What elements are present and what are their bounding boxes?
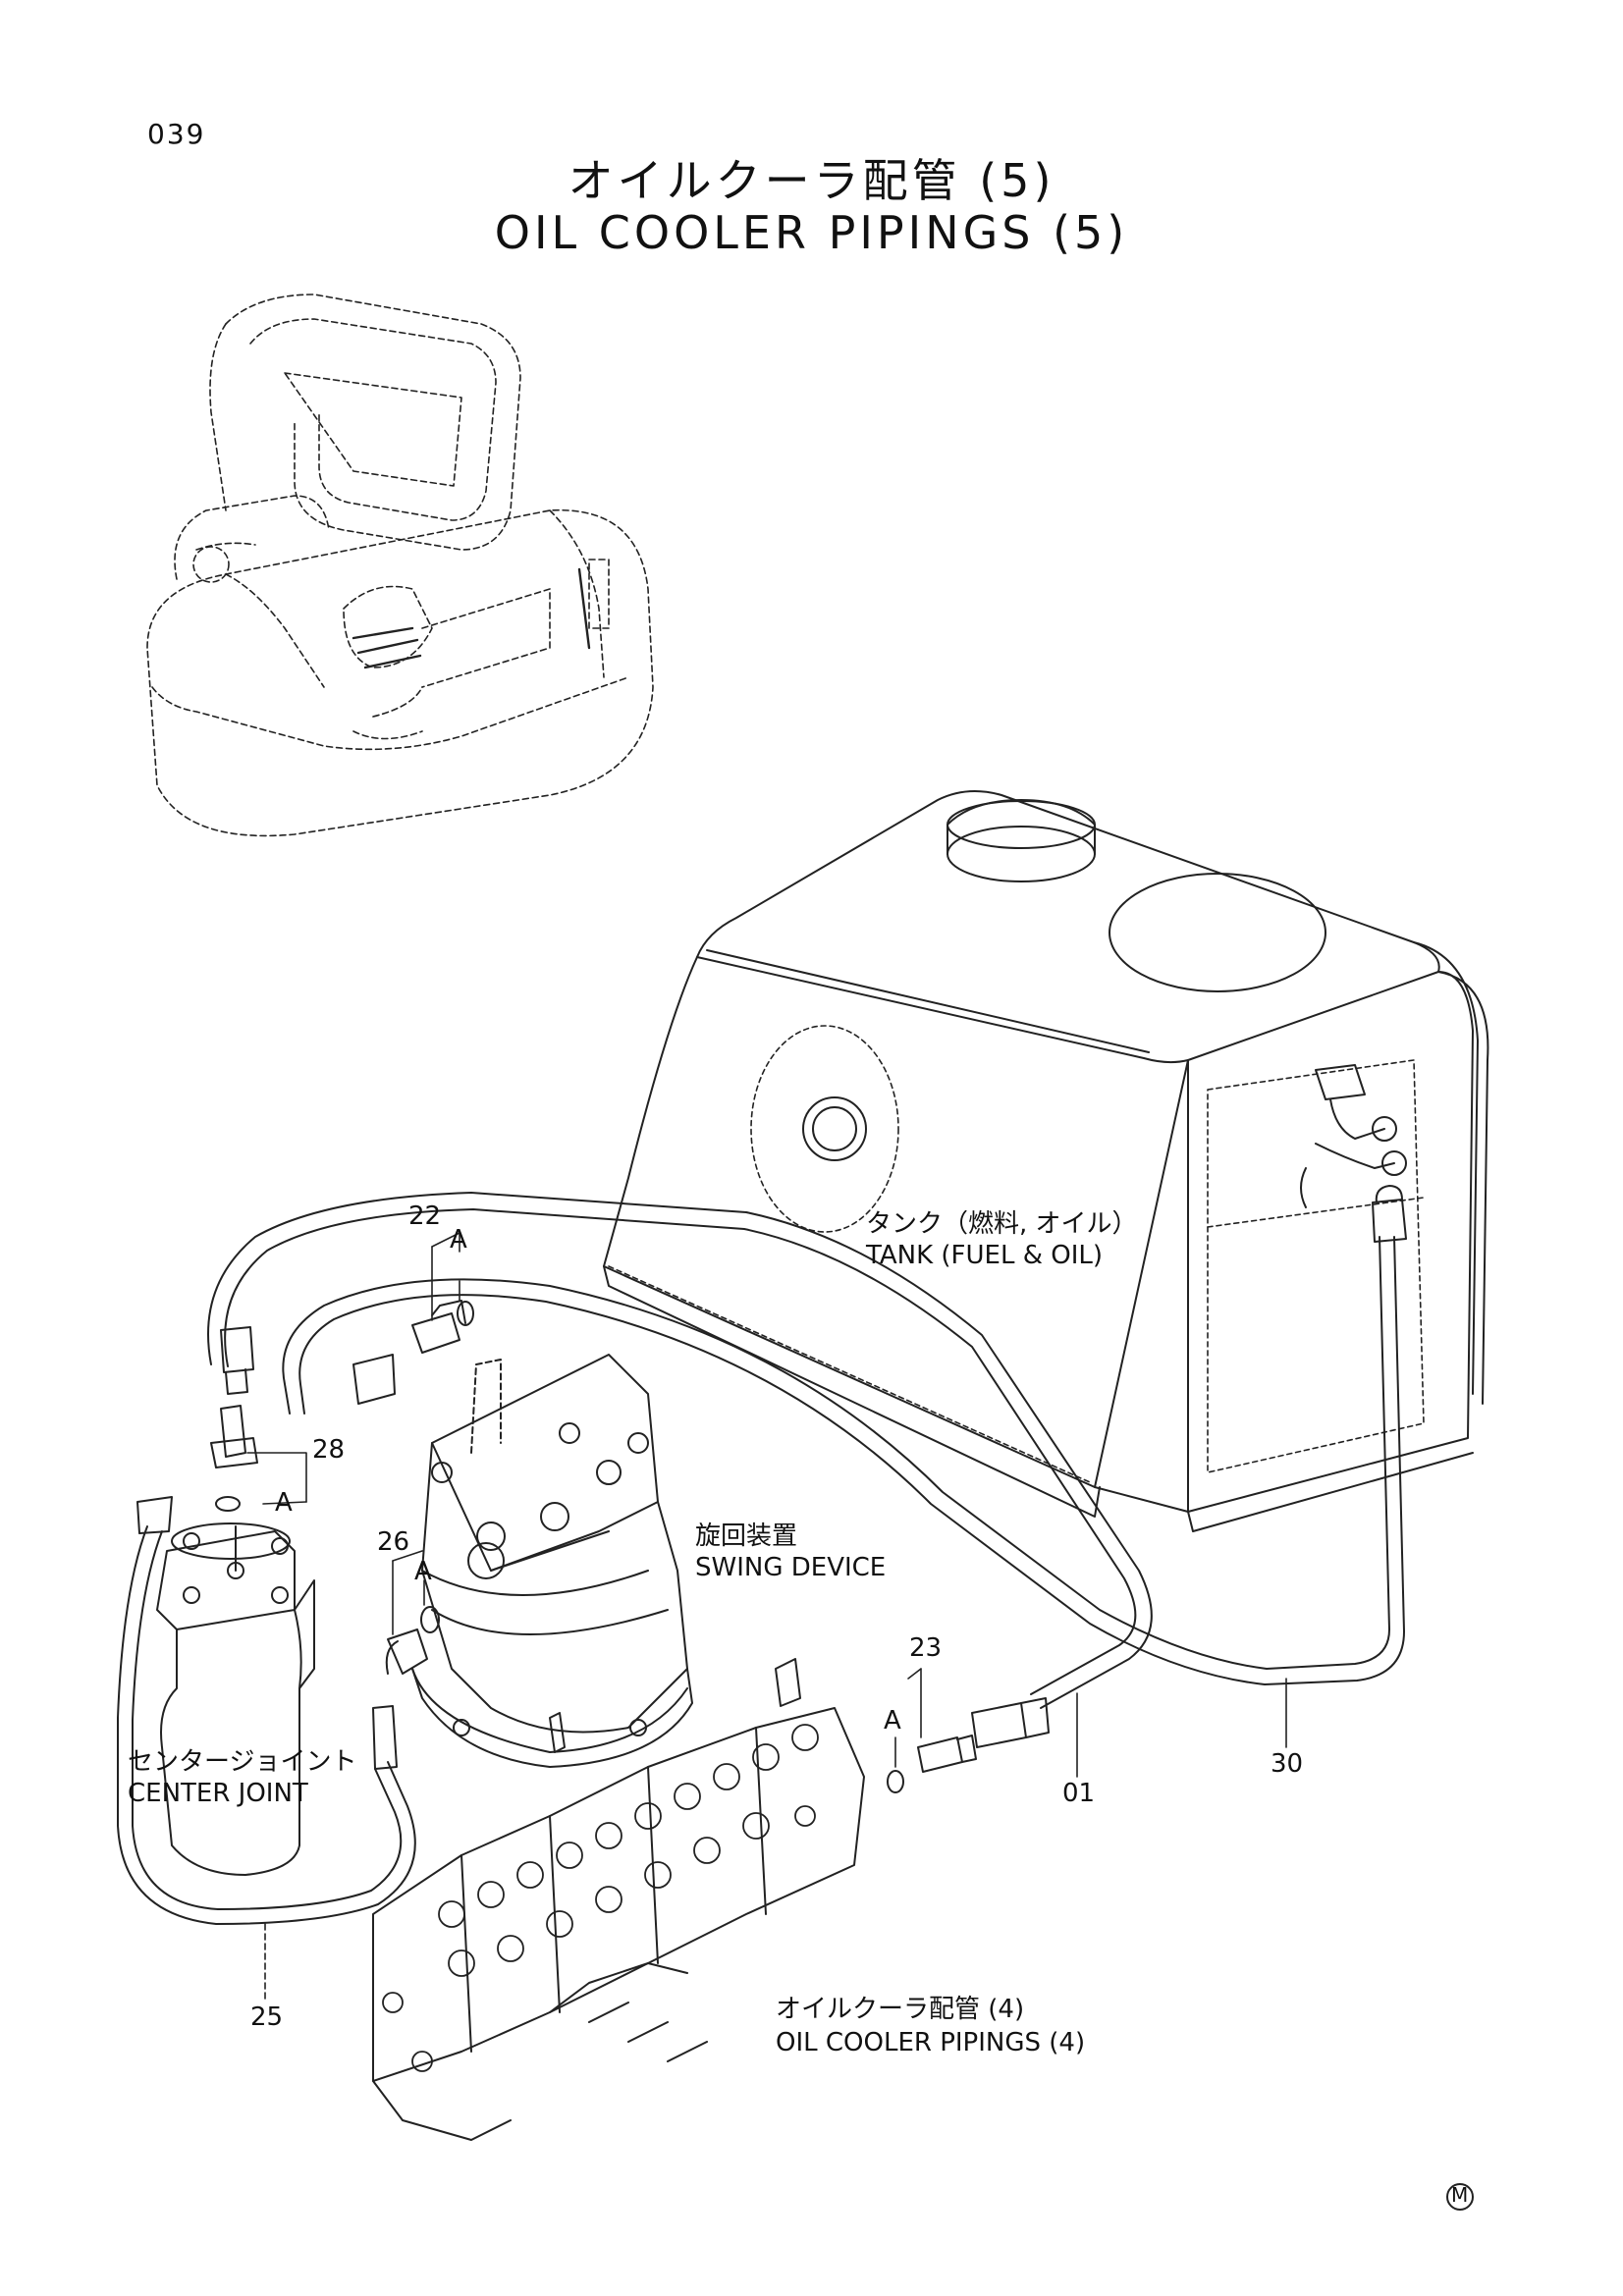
detail-marker-a: A (275, 1488, 293, 1518)
hose-25 (117, 1496, 416, 1925)
detail-marker-a: A (414, 1557, 432, 1586)
part-number-28: 28 (312, 1435, 346, 1465)
detail-marker-a: A (884, 1706, 901, 1735)
page-title-japanese: オイルクーラ配管 (5) (568, 154, 1055, 207)
tank-label-japanese: タンク（燃料, オイル） (866, 1209, 1138, 1239)
part-number-01: 01 (1062, 1779, 1096, 1808)
swing-device-label-japanese: 旋回装置 (695, 1522, 798, 1551)
oil-cooler-pipings-4-label-japanese: オイルクーラ配管 (4) (776, 1995, 1025, 2024)
part-number-25: 25 (250, 2002, 284, 2032)
center-joint-illustration (156, 1522, 315, 1876)
hose-01 (207, 1192, 1153, 1709)
hose-fittings (220, 1326, 1050, 1748)
fitting-26 (385, 1606, 440, 1675)
oil-cooler-pipings-4-label: OIL COOLER PIPINGS (4) (776, 2028, 1086, 2057)
control-valve-illustration (372, 1658, 865, 2141)
swing-device-label: SWING DEVICE (695, 1553, 887, 1582)
fitting-22 (411, 1300, 474, 1354)
part-number-26: 26 (377, 1527, 410, 1557)
detail-marker-a: A (450, 1225, 467, 1255)
machine-overview-illustration (146, 294, 654, 837)
fitting-23 (887, 1735, 977, 1793)
mark-letter: M (1451, 2183, 1469, 2207)
hose-30 (282, 1185, 1407, 1685)
part-number-23: 23 (909, 1633, 943, 1663)
page-title: OIL COOLER PIPINGS (5) (494, 206, 1129, 259)
fitting-28 (210, 1405, 258, 1512)
part-number-30: 30 (1271, 1749, 1304, 1779)
machine-overview-detail (352, 567, 591, 669)
mark-circle (1446, 2183, 1474, 2211)
leader-lines (246, 1232, 1287, 2003)
swing-device-illustration (411, 1354, 693, 1768)
tank-illustration (603, 790, 1489, 1532)
center-joint-label: CENTER JOINT (128, 1779, 308, 1808)
center-joint-label-japanese: センタージョイント (128, 1747, 357, 1777)
part-number-22: 22 (408, 1201, 442, 1231)
page-number: 039 (147, 118, 206, 150)
tank-label: TANK (FUEL & OIL) (866, 1241, 1104, 1270)
